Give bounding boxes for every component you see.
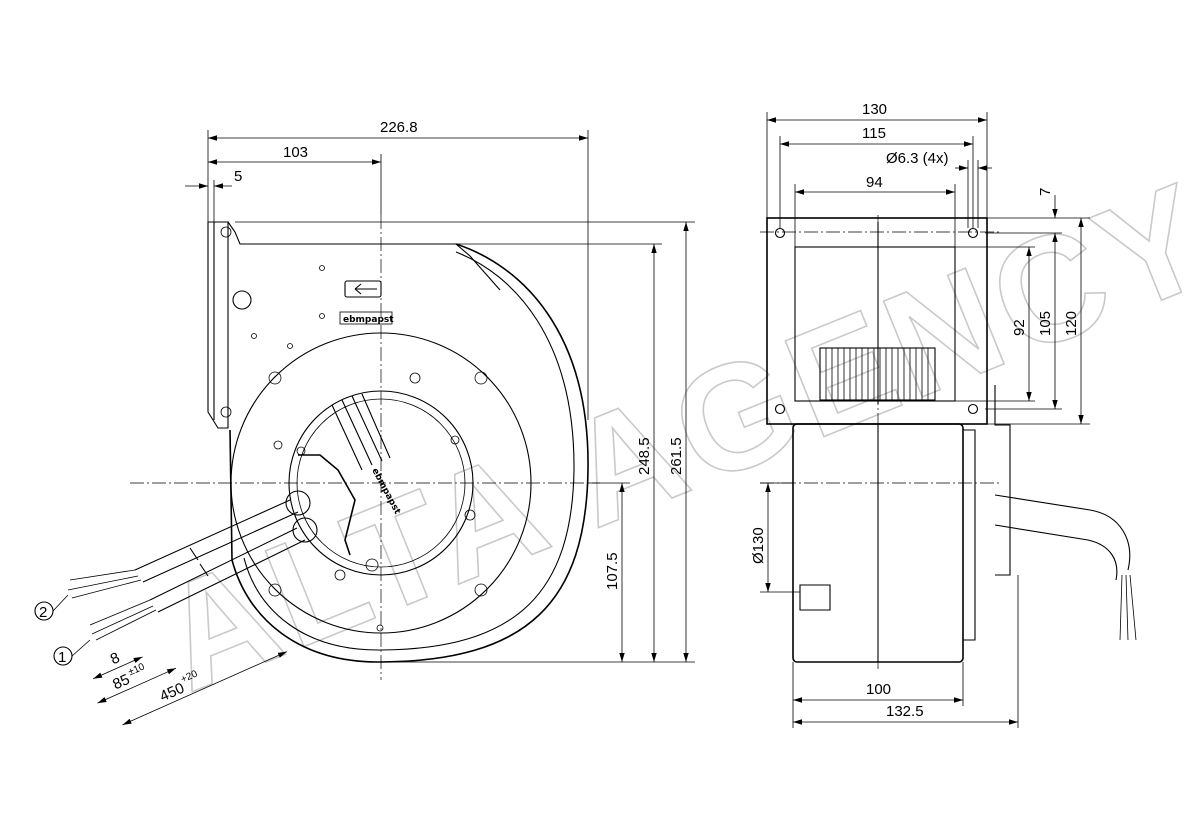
cable-upper <box>134 499 299 583</box>
mount-hole <box>474 371 488 385</box>
small-hole <box>287 343 293 349</box>
side-cables <box>994 494 1131 581</box>
mount-hole <box>268 583 282 597</box>
cable-sleeve-marks <box>189 547 209 577</box>
small-hole <box>319 265 325 271</box>
watermark-text: ALTA AGENCY <box>138 149 1200 723</box>
motor-ribs <box>331 393 391 471</box>
wire-leads-upper <box>67 569 142 599</box>
mount-hole <box>464 509 476 521</box>
rotation-arrow-box <box>344 280 382 298</box>
wiring-trace <box>298 454 356 556</box>
small-hole <box>319 313 325 319</box>
dim-side-width: 130 <box>862 101 887 118</box>
callout-1: 1 <box>58 649 66 666</box>
brand-label-box <box>339 311 393 325</box>
callout-2-leader <box>52 594 69 612</box>
wire-leads-lower <box>89 599 157 641</box>
dim-housing-dia: Ø130 <box>750 527 767 564</box>
side-view: 130 115 Ø6.3 (4x) 94 92 105 120 7 <box>750 101 1137 728</box>
mount-hole <box>376 624 384 632</box>
mount-hole <box>273 440 283 450</box>
motor-disc <box>288 390 474 576</box>
dim-wire-strip: 8 <box>108 649 123 668</box>
impeller-blades <box>819 347 936 401</box>
dim-flange: 5 <box>234 168 242 185</box>
flange-hole-br <box>967 403 979 415</box>
mount-hole <box>450 435 460 445</box>
housing-plate <box>230 332 532 634</box>
cable-gland-upper <box>285 490 311 516</box>
scroll-housing-outer <box>229 243 589 663</box>
flange-hole-large <box>232 290 252 310</box>
mount-hole <box>296 446 306 456</box>
dim-hole-dia: Ø6.3 (4x) <box>886 150 949 167</box>
rotation-arrow-icon <box>354 283 377 295</box>
dim-flange-height: 120 <box>1063 311 1080 336</box>
mount-hole <box>365 558 379 572</box>
flange-hole-bl <box>774 403 786 415</box>
side-gland <box>799 584 831 611</box>
dim-hole-spacing: 115 <box>862 125 886 142</box>
mount-hole <box>334 569 346 581</box>
dim-sleeve-tol: ±10 <box>127 661 147 678</box>
callout-2: 2 <box>39 604 47 621</box>
dim-outlet-width: 94 <box>866 174 883 191</box>
dim-hole-vertical: 105 <box>1037 311 1054 336</box>
dim-top-offset: 7 <box>1037 188 1054 196</box>
side-wire-leads <box>1119 574 1137 641</box>
cable-lower <box>149 527 306 613</box>
mount-hole <box>474 583 488 597</box>
watermark: ALTA AGENCY <box>137 148 1200 723</box>
outlet-flange <box>207 221 229 429</box>
dim-line-450 <box>122 651 288 726</box>
mount-hole <box>409 372 421 384</box>
brand-label-top: ebmpapst <box>343 315 394 325</box>
connector-bracket <box>994 385 1011 576</box>
dim-outlet-height: 92 <box>1011 319 1028 336</box>
dim-center-height: 107.5 <box>604 552 621 590</box>
scroll-housing-inner <box>243 251 575 651</box>
outlet-top-edge <box>227 221 501 291</box>
dim-overall-width: 226.8 <box>380 119 418 136</box>
dim-overall-depth: 132.5 <box>886 703 924 720</box>
dim-overall-height: 261.5 <box>668 437 685 475</box>
flange-hole <box>220 406 232 418</box>
small-hole <box>251 333 257 339</box>
outlet-opening <box>794 246 956 402</box>
mount-hole <box>268 371 282 385</box>
blade-lines <box>825 348 929 400</box>
flange-hole <box>220 226 232 238</box>
dim-height-outlet: 248.5 <box>636 437 653 475</box>
flange-hole-tl <box>774 227 786 239</box>
dim-to-center: 103 <box>283 144 308 161</box>
flange-hole-tr <box>967 227 979 239</box>
dim-housing-depth: 100 <box>866 681 891 698</box>
callout-1-leader <box>71 639 91 657</box>
motor-disc-inner <box>296 398 466 568</box>
impeller-box <box>819 347 936 401</box>
housing-rim <box>963 429 976 641</box>
